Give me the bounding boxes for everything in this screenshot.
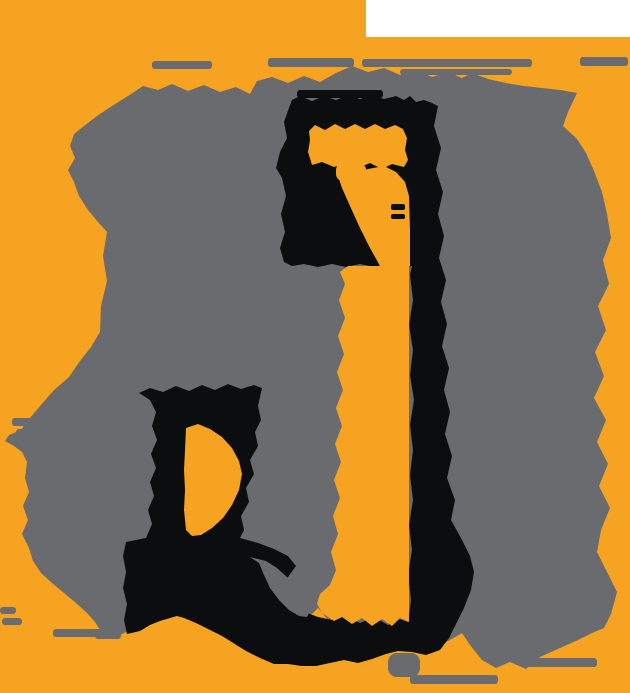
black-letter-j bbox=[220, 95, 474, 666]
text-fragment-top-long-2 bbox=[400, 69, 512, 75]
text-fragment-top-long bbox=[362, 59, 532, 67]
text-fragment-bottom-left-2 bbox=[95, 633, 121, 639]
black-dash-on-wedge-1 bbox=[391, 204, 405, 210]
text-fragment-left-edge-2 bbox=[2, 618, 22, 625]
text-fragment-left-mid-1 bbox=[12, 418, 42, 426]
orange-word-descender bbox=[336, 163, 366, 181]
gray-blob-below-hook bbox=[388, 653, 420, 677]
gray-tongue bbox=[250, 557, 310, 617]
white-top-right-notch bbox=[366, 0, 630, 37]
orange-word-blob bbox=[308, 124, 408, 169]
text-fragment-bottom-right bbox=[527, 658, 597, 667]
orange-diagonal-wedge bbox=[336, 166, 410, 266]
text-fragment-top-right bbox=[580, 57, 628, 66]
black-dash-on-wedge-2 bbox=[391, 214, 405, 219]
text-fragment-left-edge-1 bbox=[0, 607, 16, 614]
orange-letter-counter bbox=[184, 424, 242, 536]
text-fragment-bottom-center bbox=[410, 675, 498, 684]
text-fragment-top-mid bbox=[268, 58, 354, 67]
text-fragment-above-head bbox=[297, 90, 383, 98]
text-fragment-left-mid-2 bbox=[16, 429, 40, 435]
orange-channel-band bbox=[317, 266, 409, 626]
text-fragment-top-left bbox=[152, 61, 212, 69]
